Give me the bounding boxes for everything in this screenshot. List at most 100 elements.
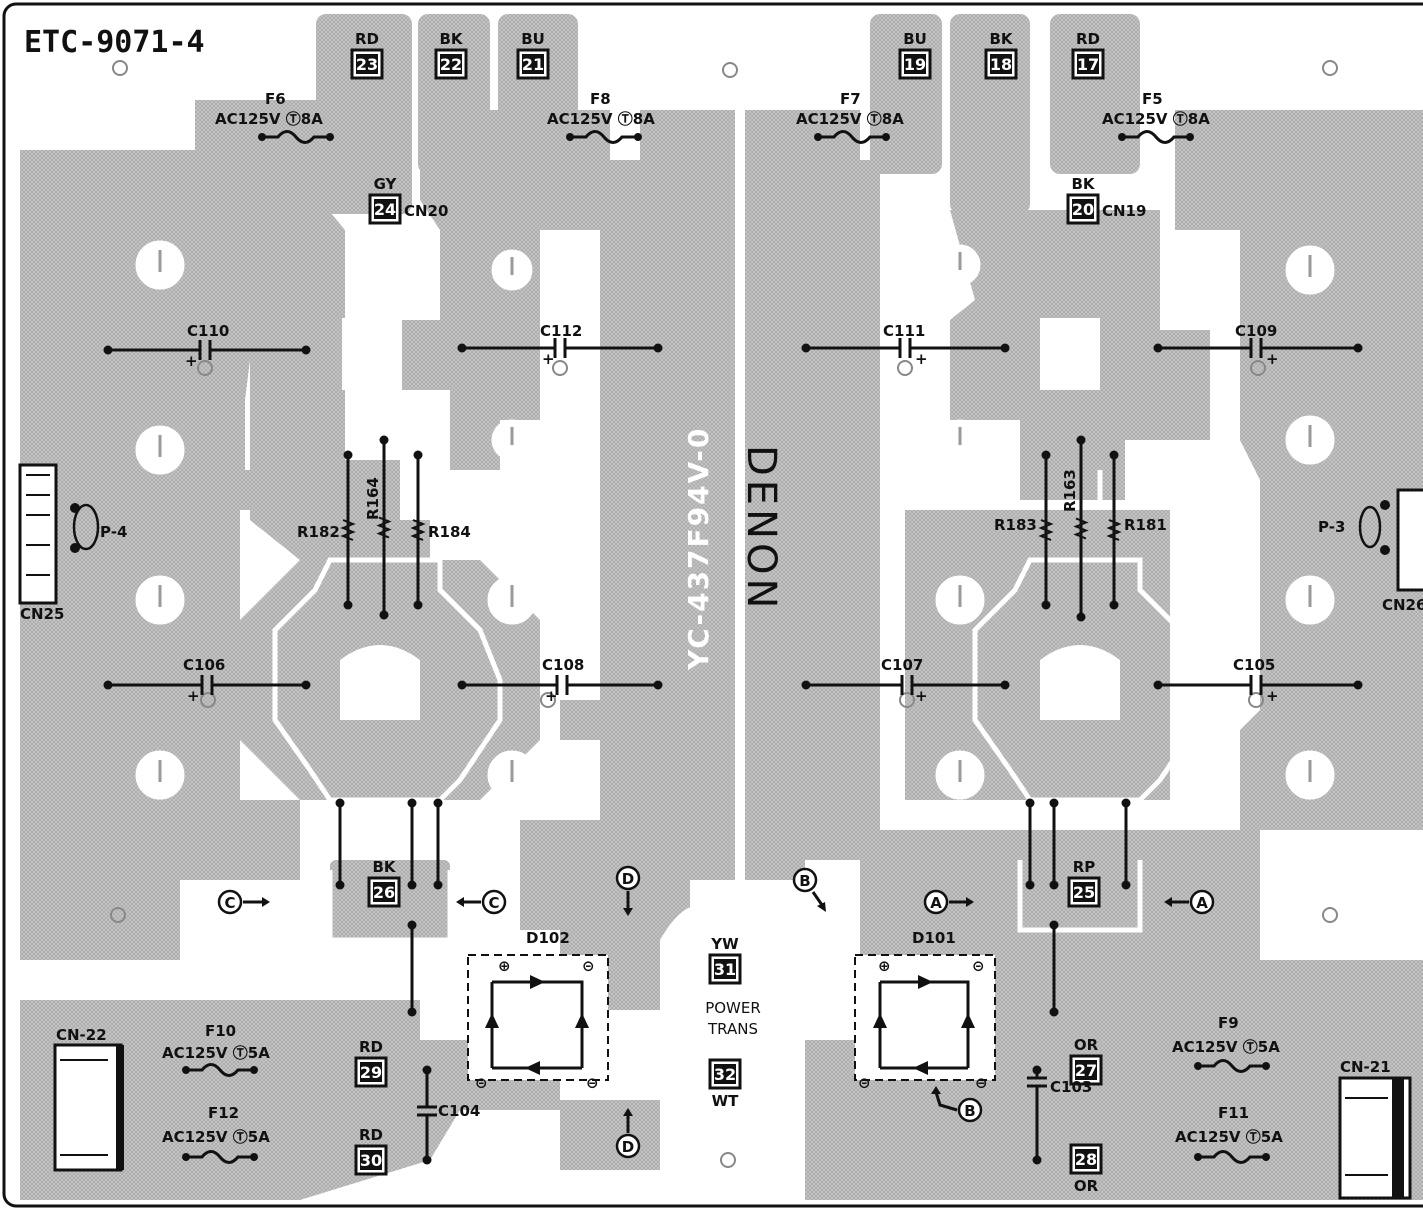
svg-text:B: B [964,1102,975,1120]
marker-a-right: A [1164,889,1215,915]
component-wires: ++++++++ [103,338,1363,1165]
terminal-color: YW [710,935,739,953]
cap-c109-label: C109 [1235,322,1277,340]
conn-cn21-label: CN-21 [1340,1058,1391,1076]
cap-c112-label: C112 [540,322,582,340]
svg-text:F8: F8 [590,90,611,108]
terminal-connector: CN20 [404,202,448,220]
terminal-number: 31 [714,960,736,979]
svg-text:B: B [799,872,810,890]
connector-cn26 [1358,488,1423,592]
cap-c103-label: C103 [1050,1078,1092,1096]
svg-text:+: + [545,687,558,705]
d102-minus-mark: ⊖ [586,1074,599,1092]
brand-label: DENON [738,445,784,612]
cap-c106-label: C106 [183,656,225,674]
terminal-color: RP [1073,858,1096,876]
terminal-30: 30 RD [354,1126,388,1176]
conn-p4-label: P-4 [100,523,127,541]
svg-text:F5: F5 [1142,90,1163,108]
terminal-number: 17 [1077,55,1099,74]
svg-text:AC125V Ⓣ5A: AC125V Ⓣ5A [162,1128,270,1146]
cap-c110-label: C110 [187,322,229,340]
terminal-connector: CN19 [1102,202,1146,220]
svg-text:F9: F9 [1218,1014,1239,1032]
cap-c108-label: C108 [542,656,584,674]
power-trans-line2: TRANS [707,1020,758,1038]
terminal-number: 30 [360,1151,382,1170]
res-r182-label: R182 [297,523,340,541]
svg-text:AC125V Ⓣ8A: AC125V Ⓣ8A [796,110,904,128]
cap-c105-label: C105 [1233,656,1275,674]
terminal-number: 28 [1075,1150,1097,1169]
d101-minus-mark: ⊖ [975,1074,988,1092]
marker-d-top: D [615,865,641,916]
diode-bridge-d101: ⊕ ⊝ ⊝ ⊖ [854,954,996,1092]
d102-ac-mark-2: ⊝ [475,1074,488,1092]
svg-text:F12: F12 [208,1104,239,1122]
svg-text:AC125V Ⓣ5A: AC125V Ⓣ5A [1175,1128,1283,1146]
diode-d102-label: D102 [526,929,570,947]
svg-text:D: D [622,870,634,888]
conn-cn25-label: CN25 [20,605,64,623]
screw-holes [110,60,1338,1168]
terminal-number: 18 [990,55,1012,74]
diode-bridge-d102: ⊕ ⊝ ⊝ ⊖ [467,954,609,1092]
terminal-color: BK [439,30,463,48]
res-r184-label: R184 [428,523,471,541]
diode-d101-label: D101 [912,929,956,947]
svg-text:AC125V Ⓣ5A: AC125V Ⓣ5A [1172,1038,1280,1056]
svg-text:AC125V Ⓣ8A: AC125V Ⓣ8A [1102,110,1210,128]
d101-ac-mark-2: ⊝ [858,1074,871,1092]
terminal-color: OR [1074,1177,1099,1195]
terminal-color: OR [1074,1036,1099,1054]
terminal-number: 24 [374,200,396,219]
mounting-hole-marks [158,250,1312,782]
terminal-color: BU [903,30,927,48]
terminal-color: RD [1076,30,1100,48]
terminal-color: BK [989,30,1013,48]
conn-p3-label: P-3 [1318,518,1345,536]
fuse-f10: F10 AC125V Ⓣ5A [162,1022,270,1077]
fuse-f5: F5 AC125V Ⓣ8A [1102,90,1210,144]
board-id: ETC-9071-4 [24,25,205,60]
fuse-f7: F7 AC125V Ⓣ8A [796,90,904,144]
res-r181-label: R181 [1124,516,1167,534]
res-r164-label: R164 [364,477,382,520]
terminal-color: RD [359,1038,383,1056]
terminal-number: 26 [373,883,395,902]
isolation-traces [272,470,1203,943]
part-number: YC-437F94V-0 [682,427,715,671]
d101-ac-mark-1: ⊝ [972,957,985,975]
svg-text:+: + [542,350,555,368]
d102-plus-mark: ⊕ [498,957,511,975]
fuse-f11: F11 AC125V Ⓣ5A [1175,1104,1283,1164]
svg-text:AC125V Ⓣ5A: AC125V Ⓣ5A [162,1044,270,1062]
marker-d-bottom: D [615,1108,641,1159]
svg-text:C: C [224,894,235,912]
svg-text:D: D [622,1138,634,1156]
marker-c-left: C [217,889,270,915]
conn-cn26-label: CN26 [1382,596,1423,614]
cap-c107-label: C107 [881,656,923,674]
svg-text:AC125V Ⓣ8A: AC125V Ⓣ8A [547,110,655,128]
terminal-color: RD [359,1126,383,1144]
fuse-f9: F9 AC125V Ⓣ5A [1172,1014,1280,1073]
d102-ac-mark-1: ⊝ [582,957,595,975]
svg-text:F7: F7 [840,90,861,108]
terminal-color: RD [355,30,379,48]
svg-text:A: A [930,894,942,912]
svg-text:C: C [488,894,499,912]
